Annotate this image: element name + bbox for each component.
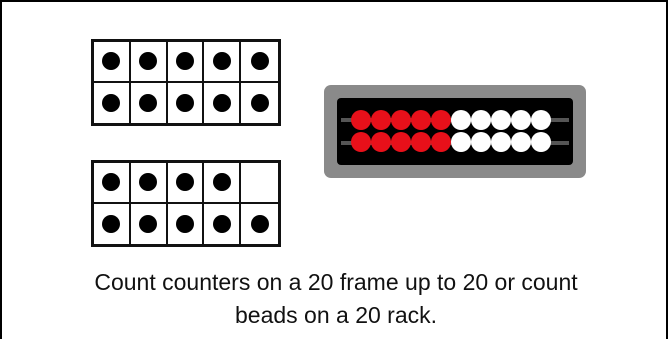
caption-line-1: Count counters on a 20 frame up to 20 or…: [2, 266, 670, 299]
counter-dot: [251, 52, 269, 70]
white-bead: [511, 132, 531, 152]
counter-dot: [251, 94, 269, 112]
ten-frame-cell: [94, 83, 131, 124]
white-bead: [491, 132, 511, 152]
ten-frame-cell: [241, 42, 278, 83]
caption-line-2: beads on a 20 rack.: [2, 299, 670, 332]
counter-dot: [139, 173, 157, 191]
white-bead: [471, 110, 491, 130]
bead-rack-inner: [337, 98, 573, 165]
ten-frame-cell: [94, 42, 131, 83]
ten-frame-cell: [204, 204, 241, 245]
red-bead: [391, 110, 411, 130]
ten-frame-cell: [131, 83, 168, 124]
ten-frame-cell: [131, 42, 168, 83]
counter-dot: [213, 215, 231, 233]
ten-frame-cell: [131, 163, 168, 204]
red-bead: [371, 132, 391, 152]
ten-frame-cell: [204, 42, 241, 83]
red-bead: [411, 132, 431, 152]
counter-dot: [176, 52, 194, 70]
red-bead: [391, 132, 411, 152]
red-bead: [411, 110, 431, 130]
white-bead: [531, 132, 551, 152]
ten-frame-cell: [94, 163, 131, 204]
counter-dot: [176, 173, 194, 191]
counter-dot: [102, 173, 120, 191]
counter-dot: [102, 52, 120, 70]
ten-frame-cell: [168, 204, 205, 245]
counter-dot: [139, 94, 157, 112]
counter-dot: [102, 215, 120, 233]
counter-dot: [139, 215, 157, 233]
white-bead: [491, 110, 511, 130]
ten-frame-full: [91, 39, 281, 126]
counter-dot: [102, 94, 120, 112]
ten-frame-cell: [241, 163, 278, 204]
red-bead: [371, 110, 391, 130]
ten-frame-nine: [91, 160, 281, 247]
ten-frame-cell: [241, 204, 278, 245]
ten-frame-cell: [94, 204, 131, 245]
ten-frame-cell: [204, 163, 241, 204]
counter-dot: [213, 52, 231, 70]
ten-frame-cell: [131, 204, 168, 245]
white-bead: [451, 110, 471, 130]
ten-frame-cell: [204, 83, 241, 124]
white-bead: [451, 132, 471, 152]
red-bead: [351, 132, 371, 152]
counter-dot: [176, 215, 194, 233]
red-bead: [431, 110, 451, 130]
bead-rack: [324, 85, 586, 178]
counter-dot: [176, 94, 194, 112]
white-bead: [531, 110, 551, 130]
red-bead: [431, 132, 451, 152]
ten-frame-cell: [168, 83, 205, 124]
counter-dot: [139, 52, 157, 70]
white-bead: [511, 110, 531, 130]
bead-row: [351, 132, 551, 152]
red-bead: [351, 110, 371, 130]
counter-dot: [213, 94, 231, 112]
bead-row: [351, 110, 551, 130]
ten-frame-cell: [168, 163, 205, 204]
ten-frame-cell: [241, 83, 278, 124]
counter-dot: [213, 173, 231, 191]
ten-frame-cell: [168, 42, 205, 83]
white-bead: [471, 132, 491, 152]
counter-dot: [251, 215, 269, 233]
